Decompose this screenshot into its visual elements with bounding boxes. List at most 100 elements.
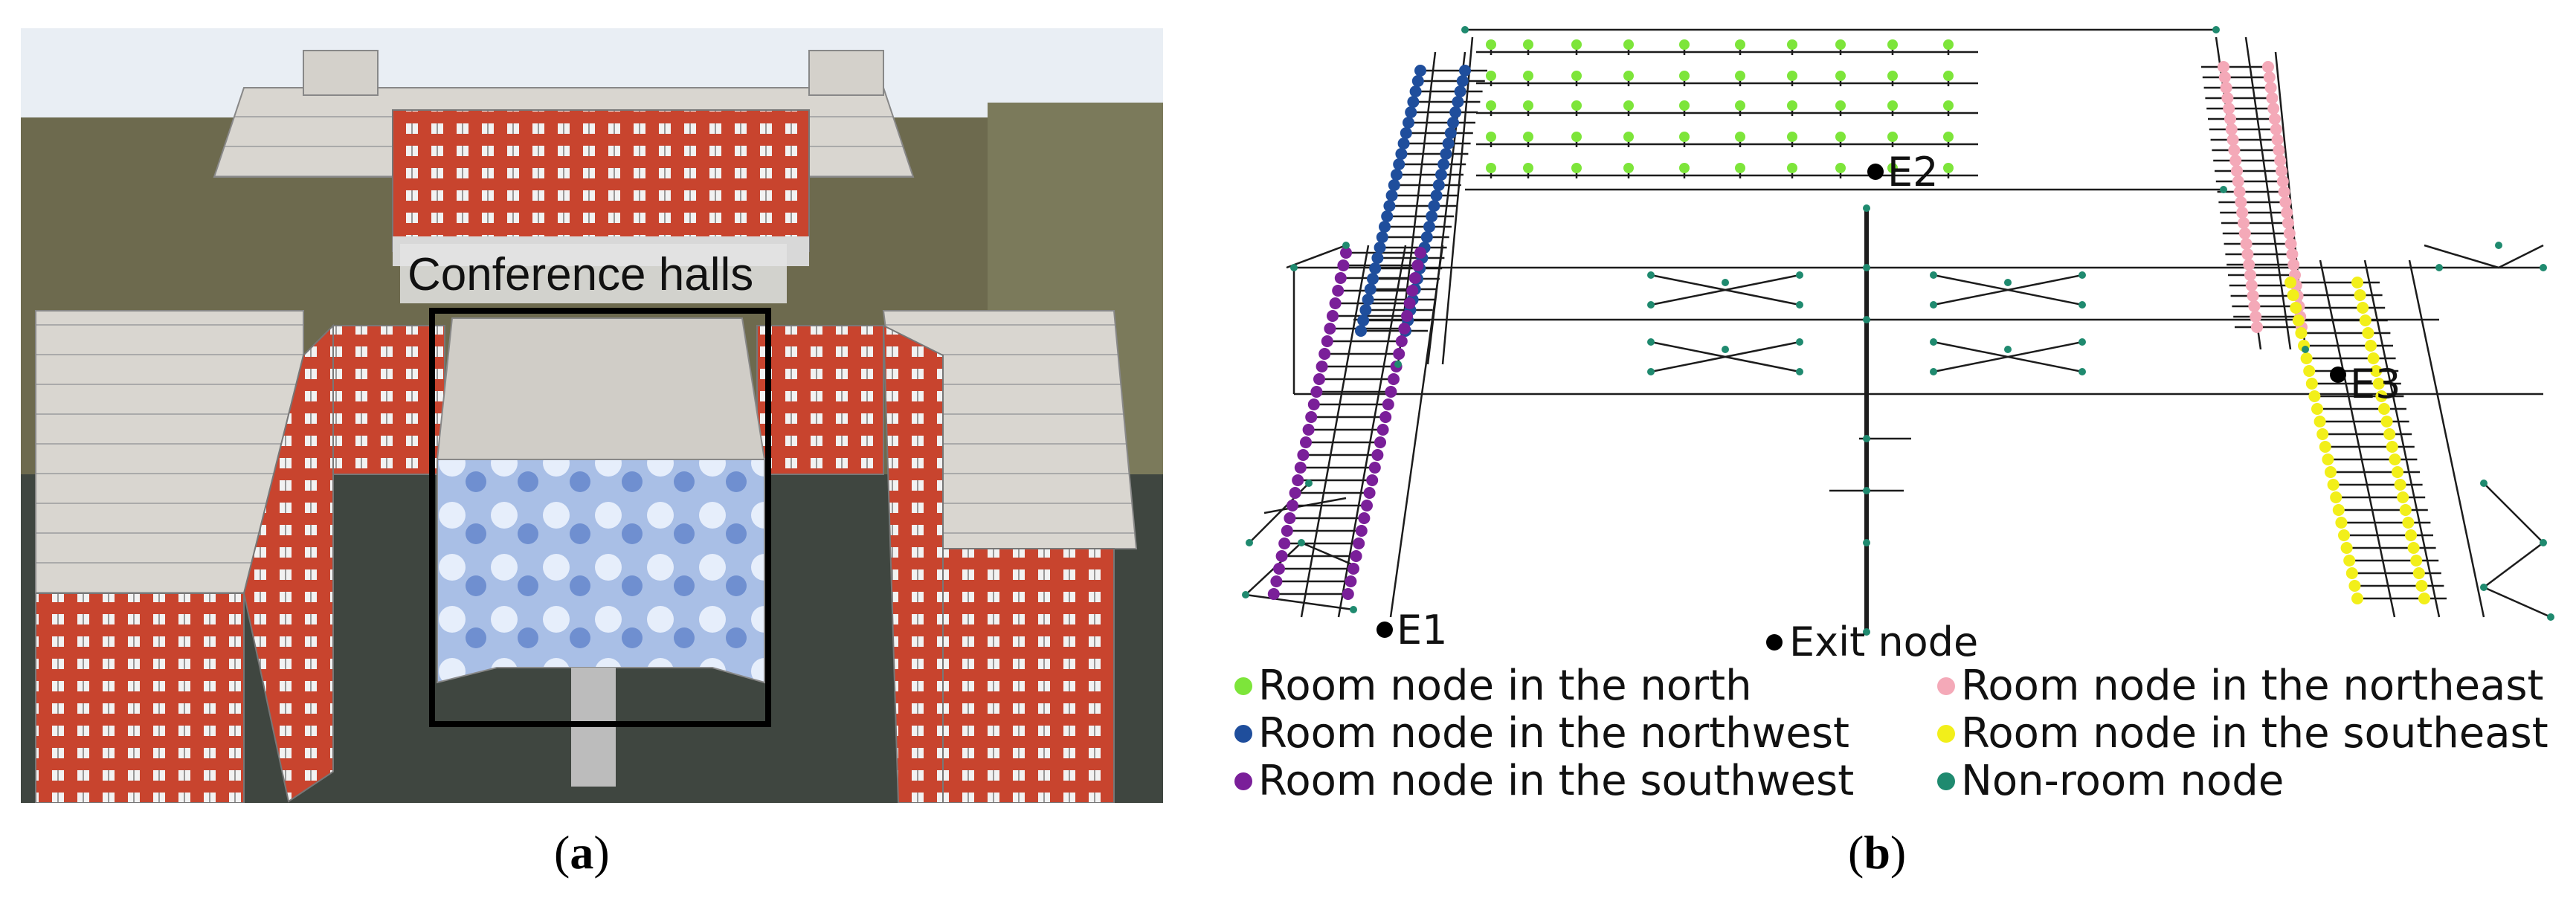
room-node-southwest bbox=[1297, 449, 1310, 461]
room-node-southwest bbox=[1385, 386, 1397, 398]
legend-dot-northeast bbox=[1937, 677, 1955, 695]
room-node-north bbox=[1679, 132, 1690, 142]
non-room-node bbox=[1863, 316, 1870, 323]
room-node-northeast bbox=[2225, 123, 2238, 135]
room-node-north bbox=[1735, 132, 1745, 142]
room-node-northwest bbox=[1444, 127, 1457, 139]
room-node-southeast bbox=[2399, 504, 2412, 516]
room-node-north bbox=[1735, 39, 1745, 50]
room-node-southwest bbox=[1388, 373, 1400, 385]
room-node-northeast bbox=[2284, 238, 2297, 250]
non-room-node bbox=[1246, 539, 1253, 546]
room-node-northwest bbox=[1359, 304, 1372, 316]
room-node-north bbox=[1486, 71, 1496, 81]
room-node-north bbox=[1787, 100, 1797, 111]
room-node-southeast bbox=[2292, 314, 2305, 326]
non-room-node bbox=[2078, 338, 2086, 346]
room-node-northwest bbox=[1374, 242, 1386, 254]
room-node-southwest bbox=[1302, 424, 1315, 436]
room-node-northeast bbox=[2235, 196, 2247, 208]
non-room-node bbox=[1863, 628, 1870, 636]
room-node-northwest bbox=[1381, 210, 1394, 222]
panel-a-caption: (a) bbox=[554, 825, 610, 880]
room-node-southeast bbox=[2362, 327, 2374, 339]
room-node-northeast bbox=[2229, 155, 2242, 167]
room-node-northeast bbox=[2224, 113, 2236, 125]
room-node-northeast bbox=[2223, 103, 2235, 114]
room-node-southwest bbox=[1270, 575, 1283, 587]
room-node-northwest bbox=[1440, 148, 1452, 160]
room-node-northwest bbox=[1411, 75, 1424, 87]
room-node-southeast bbox=[2322, 454, 2334, 465]
room-node-northwest bbox=[1383, 200, 1396, 212]
room-node-southwest bbox=[1345, 575, 1357, 587]
legend-dot-north bbox=[1234, 677, 1252, 695]
panel-b-caption-open: ( bbox=[1848, 826, 1864, 879]
room-node-southeast bbox=[2284, 277, 2296, 288]
legend-dot-non-room bbox=[1937, 772, 1955, 790]
room-node-northeast bbox=[2218, 71, 2231, 83]
room-node-north bbox=[1623, 71, 1634, 81]
network-edge bbox=[2483, 482, 2544, 543]
room-node-north bbox=[1523, 71, 1533, 81]
room-node-northwest bbox=[1420, 231, 1433, 243]
room-node-southeast bbox=[2383, 428, 2396, 440]
room-node-southwest bbox=[1342, 588, 1354, 600]
room-node-northwest bbox=[1423, 221, 1435, 233]
room-node-northeast bbox=[2221, 92, 2234, 104]
non-room-node bbox=[1863, 204, 1870, 212]
room-node-southwest bbox=[1395, 335, 1408, 347]
room-node-north bbox=[1571, 39, 1582, 50]
room-node-southeast bbox=[2389, 454, 2401, 465]
legend-dot-southwest bbox=[1234, 772, 1252, 790]
room-node-northeast bbox=[2233, 186, 2246, 198]
legend-item-northwest: Room node in the northwest bbox=[1234, 709, 1849, 758]
non-room-node bbox=[1350, 606, 1357, 613]
room-node-southeast bbox=[2316, 428, 2329, 440]
network-edge bbox=[2319, 259, 2396, 618]
room-node-southwest bbox=[1398, 323, 1411, 335]
room-node-northwest bbox=[1376, 231, 1388, 243]
room-node-northwest bbox=[1364, 283, 1376, 295]
legend-item-non-room: Non-room node bbox=[1937, 757, 2284, 805]
room-node-north bbox=[1735, 100, 1745, 111]
room-node-north bbox=[1787, 132, 1797, 142]
room-node-north bbox=[1486, 39, 1496, 50]
room-node-southeast bbox=[2313, 416, 2326, 427]
room-node-northwest bbox=[1426, 210, 1438, 222]
room-node-northeast bbox=[2248, 300, 2261, 312]
non-room-node bbox=[1930, 338, 1937, 346]
non-room-node bbox=[1298, 539, 1305, 546]
exit-node-e2 bbox=[1867, 164, 1884, 180]
room-node-southwest bbox=[1313, 373, 1325, 385]
room-node-southeast bbox=[2345, 567, 2358, 579]
room-node-southeast bbox=[2308, 390, 2321, 402]
room-node-southwest bbox=[1368, 462, 1381, 474]
room-node-southeast bbox=[2370, 365, 2383, 377]
non-room-node bbox=[2212, 26, 2220, 33]
network-edge bbox=[1300, 245, 1370, 618]
room-node-southeast bbox=[2340, 542, 2353, 554]
room-node-northwest bbox=[1459, 65, 1471, 77]
room-node-north bbox=[1943, 163, 1954, 173]
exit-label-e1: E1 bbox=[1397, 607, 1447, 653]
non-room-node bbox=[1394, 361, 1402, 368]
room-node-northwest bbox=[1357, 314, 1370, 326]
legend-label-northwest: Room node in the northwest bbox=[1258, 709, 1849, 758]
non-room-node bbox=[2004, 279, 2012, 286]
room-node-north bbox=[1571, 71, 1582, 81]
room-node-southeast bbox=[2325, 466, 2337, 478]
room-node-north bbox=[1835, 163, 1846, 173]
panel-b-caption-letter: b bbox=[1864, 826, 1890, 879]
room-node-north bbox=[1887, 71, 1898, 81]
room-node-northeast bbox=[2269, 113, 2281, 125]
room-node-northwest bbox=[1397, 138, 1410, 149]
room-node-northeast bbox=[2247, 290, 2259, 302]
panel-b-caption: (b) bbox=[1848, 825, 1906, 880]
exit-label-e2: E2 bbox=[1887, 149, 1938, 196]
room-node-northwest bbox=[1395, 148, 1408, 160]
room-node-southeast bbox=[2351, 277, 2363, 288]
room-node-north bbox=[1835, 71, 1846, 81]
room-node-northeast bbox=[2286, 248, 2299, 260]
room-node-southeast bbox=[2305, 378, 2318, 390]
